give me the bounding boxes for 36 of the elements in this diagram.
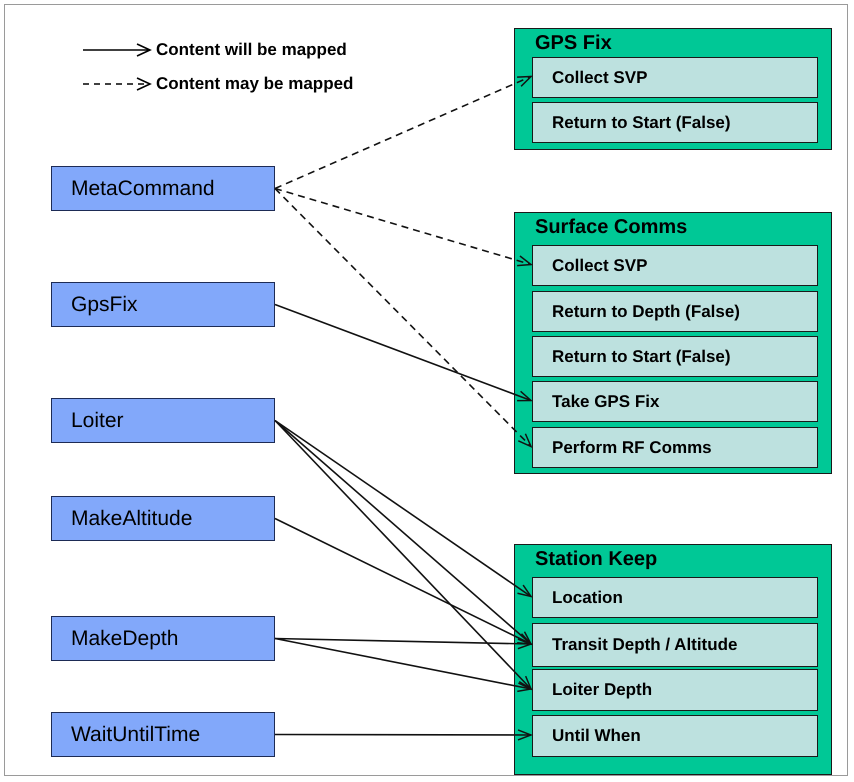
command-box: MakeAltitude [51,496,275,541]
group-title: GPS Fix [535,32,612,55]
arrow [274,420,532,690]
command-box: GpsFix [51,282,275,327]
command-box: MetaCommand [51,166,275,211]
group-box [514,544,832,775]
field-box: Return to Start (False) [532,102,818,143]
arrow [274,518,532,645]
field-box: Return to Depth (False) [532,291,818,332]
arrow [274,76,532,190]
arrow [274,420,532,598]
arrow [274,638,532,692]
field-box: Perform RF Comms [532,427,818,468]
group-box [514,28,832,150]
field-box: Transit Depth / Altitude [532,623,818,667]
arrow [274,638,532,650]
field-box: Collect SVP [532,57,818,98]
arrow [274,188,532,266]
field-box: Return to Start (False) [532,336,818,377]
legend-text: Content may be mapped [156,74,354,94]
command-box: Loiter [51,398,275,443]
arrow [274,420,532,645]
field-box: Loiter Depth [532,669,818,711]
field-box: Collect SVP [532,245,818,286]
group-box [514,212,832,474]
group-title: Surface Comms [535,216,688,239]
arrow [274,188,532,448]
command-box: WaitUntilTime [51,712,275,757]
legend-text: Content will be mapped [156,40,347,60]
group-title: Station Keep [535,548,658,571]
arrow [275,729,532,741]
field-box: Until When [532,715,818,757]
field-box: Location [532,577,818,618]
command-box: MakeDepth [51,616,275,661]
arrow [274,304,532,402]
field-box: Take GPS Fix [532,381,818,422]
